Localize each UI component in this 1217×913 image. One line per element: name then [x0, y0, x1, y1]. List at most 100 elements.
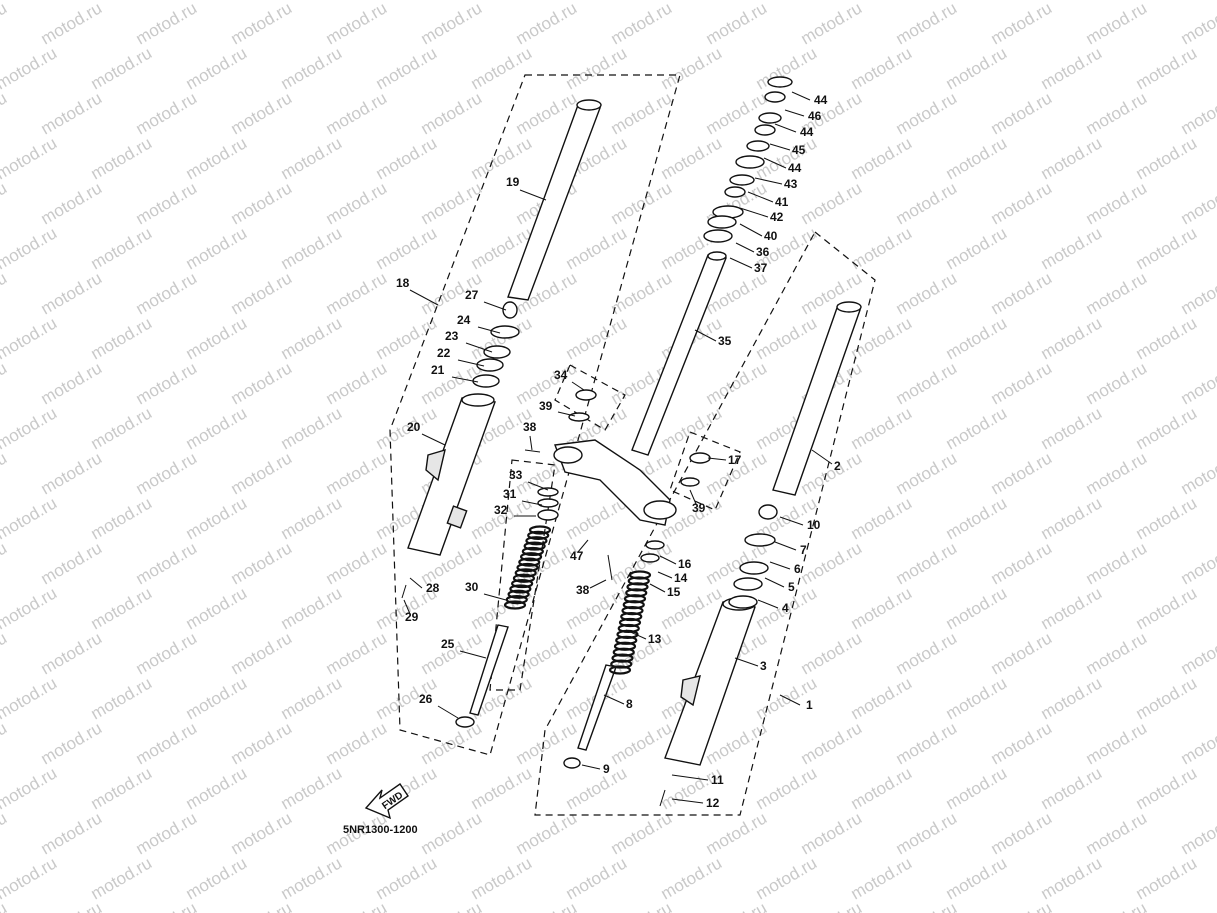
watermark-text: motod.ru [183, 853, 251, 903]
watermark-text: motod.ru [418, 178, 486, 228]
callout-number: 36 [756, 245, 770, 259]
watermark-text: motod.ru [1083, 538, 1151, 588]
watermark-text: motod.ru [468, 493, 536, 543]
ring-part [472, 374, 500, 388]
watermark-text: motod.ru [183, 223, 251, 273]
watermark-text: motod.ru [278, 403, 346, 453]
watermark-text: motod.ru [183, 763, 251, 813]
watermark-text: motod.ru [798, 0, 866, 48]
rings-layer [401, 76, 793, 807]
steering-stem [631, 251, 727, 456]
callout-number: 10 [807, 518, 821, 532]
spring-coil [518, 557, 541, 567]
watermark-text: motod.ru [563, 313, 631, 363]
watermark-text: motod.ru [373, 133, 441, 183]
ring-part [640, 553, 660, 563]
callout-number: 38 [576, 583, 590, 597]
watermark-text: motod.ru [38, 178, 106, 228]
watermark-text: motod.ru [943, 493, 1011, 543]
callout-leader [757, 599, 779, 609]
watermark-text: motod.ru [228, 358, 296, 408]
watermark-text: motod.ru [278, 223, 346, 273]
callout-leader [403, 599, 411, 615]
watermark-text: motod.ru [563, 853, 631, 903]
watermark-text: motod.ru [133, 0, 201, 48]
watermark-text: motod.ru [513, 808, 581, 858]
watermark-text: motod.ru [1038, 403, 1106, 453]
ring-part [703, 229, 733, 243]
watermark-text: motod.ru [38, 268, 106, 318]
callout-number: 20 [407, 420, 421, 434]
callout-number: 44 [788, 161, 802, 175]
watermark-text: motod.ru [88, 133, 156, 183]
right-inner-tube [772, 301, 862, 496]
watermark-text: motod.ru [1083, 0, 1151, 48]
watermark-text: motod.ru [1038, 583, 1106, 633]
callout-leader [459, 650, 487, 659]
callout-leader [483, 593, 507, 601]
callout-leader [483, 301, 507, 311]
callout-number: 24 [457, 313, 471, 327]
watermark-text: motod.ru [228, 178, 296, 228]
callout-leader [421, 433, 446, 446]
ring-part [537, 498, 559, 508]
watermark-text: motod.ru [38, 628, 106, 678]
callout-number: 12 [706, 796, 720, 810]
watermark-text: motod.ru [988, 358, 1056, 408]
callout-leader [747, 191, 774, 203]
watermark-text: motod.ru [38, 718, 106, 768]
watermark-text: motod.ru [658, 43, 726, 93]
watermark-text: motod.ru [1038, 133, 1106, 183]
watermark-text: motod.ru [893, 628, 961, 678]
watermark-text: motod.ru [0, 178, 10, 228]
callout-number: 46 [808, 109, 822, 123]
watermark-text: motod.ru [798, 718, 866, 768]
bolt-part [401, 584, 407, 599]
callout-leader [557, 411, 576, 417]
watermark-text: motod.ru [228, 628, 296, 678]
ring-part [739, 561, 769, 575]
watermark-text: motod.ru [0, 673, 60, 723]
ring-part [476, 358, 504, 372]
callout-number: 21 [431, 363, 445, 377]
watermark-text: motod.ru [133, 628, 201, 678]
watermark-text: motod.ru [418, 0, 486, 48]
watermark-text: motod.ru [943, 133, 1011, 183]
watermark-text: motod.ru [608, 538, 676, 588]
watermark-text: motod.ru [988, 538, 1056, 588]
callout-leader [791, 91, 811, 101]
watermark-text: motod.ru [1133, 403, 1201, 453]
spring-coil [519, 552, 543, 562]
watermark-text: motod.ru [0, 718, 10, 768]
watermark-text: motod.ru [658, 403, 726, 453]
watermark-text: motod.ru [1178, 0, 1217, 48]
watermark-text: motod.ru [1178, 268, 1217, 318]
spring-coil [511, 578, 534, 589]
spring-coil [525, 536, 548, 546]
ring-part [735, 155, 765, 169]
watermark-text: motod.ru [88, 853, 156, 903]
callout-leader [581, 764, 601, 770]
watermark-text: motod.ru [893, 268, 961, 318]
watermark-text: motod.ru [88, 673, 156, 723]
spring-coil [523, 541, 546, 551]
callout-number: 18 [396, 276, 410, 290]
watermark-text: motod.ru [468, 763, 536, 813]
watermark-text: motod.ru [323, 88, 391, 138]
watermark-text: motod.ru [893, 538, 961, 588]
watermark-text: motod.ru [0, 493, 60, 543]
ring-part [575, 389, 597, 401]
watermark-text: motod.ru [1038, 853, 1106, 903]
watermark-text: motod.ru [563, 493, 631, 543]
watermark-text: motod.ru [0, 538, 10, 588]
spring-coil [509, 584, 532, 594]
watermark-text: motod.ru [1083, 898, 1151, 913]
ring-part [728, 595, 758, 609]
watermark-text: motod.ru [0, 133, 60, 183]
watermark-text: motod.ru [1038, 313, 1106, 363]
callout-leader [779, 694, 801, 706]
watermark-text: motod.ru [133, 178, 201, 228]
watermark-text: motod.ru [468, 43, 536, 93]
callout-number: 27 [465, 288, 479, 302]
watermark-text: motod.ru [1038, 223, 1106, 273]
